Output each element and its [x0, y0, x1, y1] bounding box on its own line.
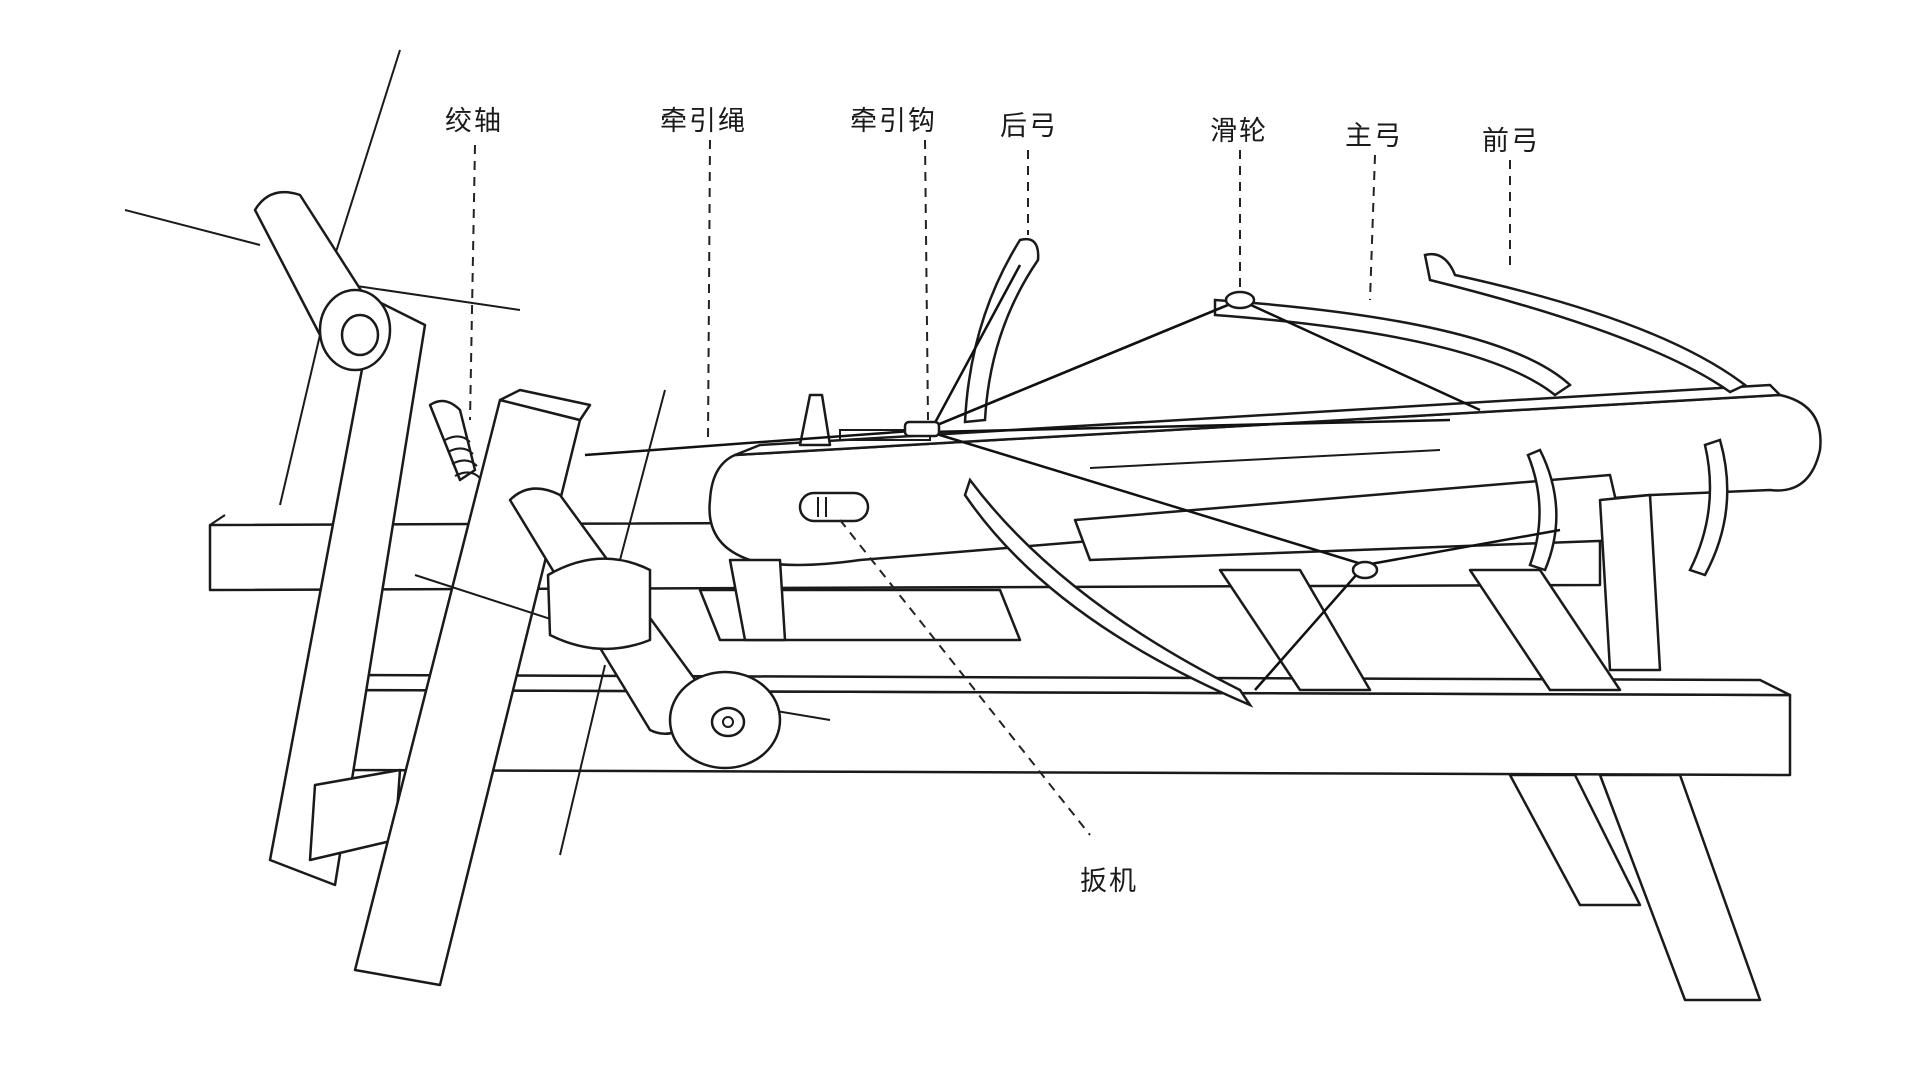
main-bow-lower: [1526, 448, 1558, 572]
bows: [963, 237, 1748, 708]
trigger-slot: [798, 491, 870, 523]
traction-hook-part: [903, 420, 941, 438]
left-rear-post: [268, 298, 427, 887]
strings: [584, 264, 1561, 691]
crossbar-2: [1218, 568, 1372, 692]
front-bow-lower: [1688, 438, 1729, 577]
rear-bow-upper: [963, 237, 1040, 424]
label-traction-hook: 牵引钩: [850, 106, 937, 137]
labels: 绞轴 牵引绳 牵引钩 后弓 滑轮 主弓 前弓 扳机: [445, 106, 1540, 897]
pulley-upper: [1224, 290, 1256, 310]
label-main-bow: 主弓: [1345, 121, 1403, 152]
right-leg-front: [1598, 773, 1762, 1002]
main-bow: [1213, 298, 1573, 397]
label-winch-axle: 绞轴: [445, 106, 503, 137]
label-front-bow: 前弓: [1482, 126, 1540, 157]
winch-front: [414, 389, 831, 856]
crossbar-3: [1468, 568, 1622, 692]
sight-post: [798, 393, 832, 447]
winch-axle-spring: [428, 399, 481, 482]
stock-support-left: [728, 558, 787, 642]
stock-support-right: [1598, 493, 1662, 672]
leader-lines: [469, 139, 1511, 836]
label-traction-rope: 牵引绳: [660, 106, 747, 137]
label-rear-bow: 后弓: [1000, 111, 1058, 142]
rear-bow-lower: [963, 477, 1254, 708]
pulley-lower: [1351, 560, 1379, 580]
front-beam: [338, 688, 1792, 777]
winch-rear: [124, 49, 521, 506]
right-leg-rear: [1508, 773, 1642, 907]
label-pulley: 滑轮: [1210, 116, 1268, 147]
label-trigger: 扳机: [1080, 866, 1138, 897]
front-bow-upper: [1423, 252, 1748, 394]
traction-rope-line: [584, 428, 926, 457]
